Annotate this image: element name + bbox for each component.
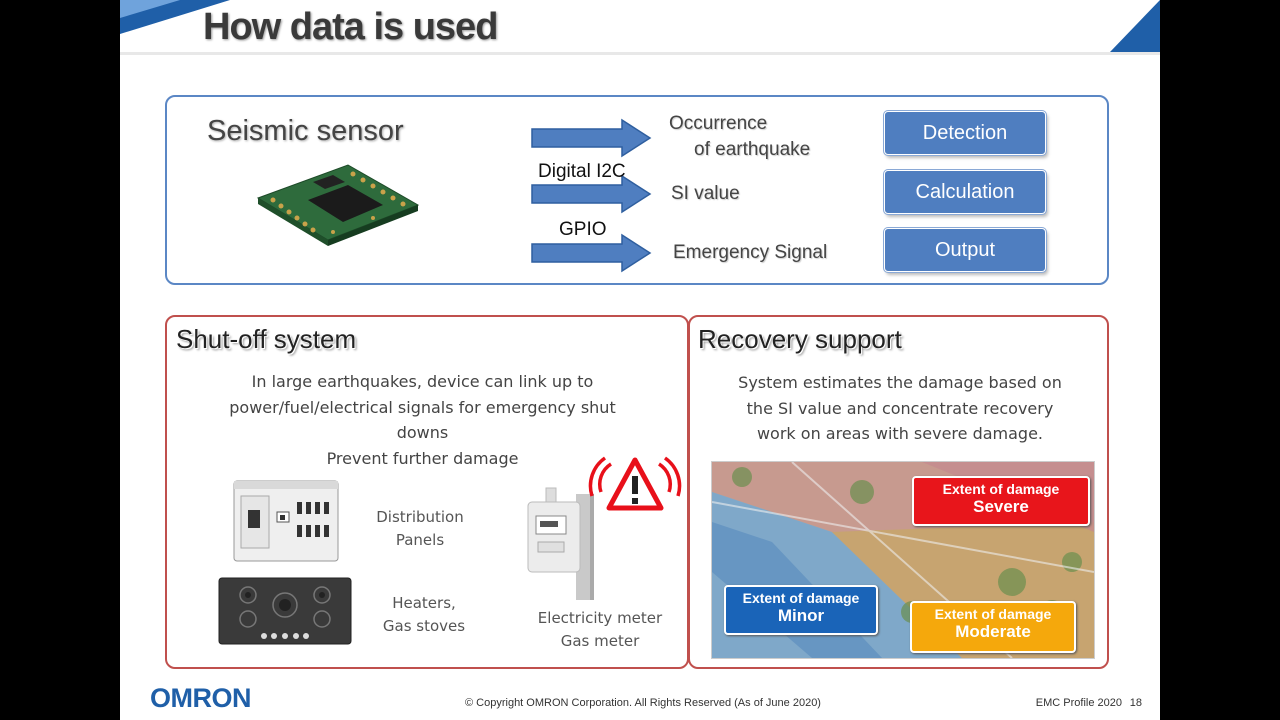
slide-title: How data is used — [203, 6, 498, 48]
caption-heaters: Heaters,Gas stoves — [382, 594, 466, 635]
shutoff-title: Shut-off system — [176, 324, 357, 354]
distribution-panel-icon — [233, 480, 339, 562]
recovery-title: Recovery support — [698, 324, 902, 354]
seismic-sensor-board-icon — [256, 164, 420, 246]
damage-label-minor: Extent of damage Minor — [724, 585, 878, 635]
damage-label-severe: Extent of damage Severe — [912, 476, 1090, 526]
output-label-emergency: Emergency Signal — [673, 242, 828, 263]
gas-meter-icon — [527, 487, 594, 600]
sensor-title: Seismic sensor — [207, 115, 404, 147]
shutoff-description: In large earthquakes, device can link up… — [229, 372, 616, 468]
damage-map-image: Extent of damage Severe Extent of damage… — [711, 461, 1095, 659]
copyright-text: © Copyright OMRON Corporation. All Right… — [465, 697, 821, 709]
title-underline — [120, 52, 1160, 55]
arrow-right-icon — [531, 174, 652, 214]
arrow-right-icon — [531, 118, 652, 158]
detection-button[interactable]: Detection — [883, 110, 1047, 156]
slide: How data is used Seismic sensor Digital … — [120, 0, 1160, 720]
interface-label-gpio: GPIO — [559, 219, 607, 240]
output-label-si-value: SI value — [671, 183, 740, 204]
interface-label-i2c: Digital I2C — [538, 161, 626, 182]
page-number: 18 — [1129, 697, 1142, 709]
output-button[interactable]: Output — [883, 227, 1047, 273]
gas-stove-icon — [218, 577, 352, 645]
omron-logo: OMRON — [150, 683, 252, 713]
arrow-right-icon — [531, 233, 652, 273]
damage-label-moderate: Extent of damage Moderate — [910, 601, 1076, 653]
corner-decoration-light — [120, 0, 180, 18]
corner-decoration-right — [1110, 0, 1160, 52]
warning-alarm-icon — [588, 456, 682, 511]
document-name: EMC Profile 2020 — [1035, 697, 1122, 709]
output-label-occurrence: Occurrence of earthquake — [669, 113, 811, 160]
recovery-description: System estimates the damage based on the… — [738, 373, 1062, 443]
calculation-button[interactable]: Calculation — [883, 169, 1047, 215]
